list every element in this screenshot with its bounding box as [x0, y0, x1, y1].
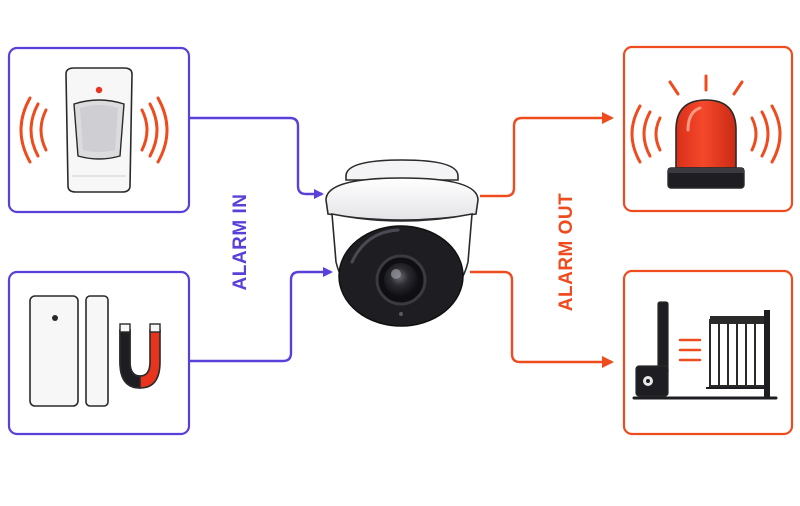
gate-box: [622, 269, 794, 436]
output-connectors: [470, 112, 614, 368]
dome-camera-icon: [325, 159, 479, 327]
gate-opener-icon: [632, 301, 778, 400]
alarm-siren-icon: [630, 74, 782, 189]
input-connectors: [189, 116, 333, 363]
alarm-out-label: ALARM OUT: [556, 193, 577, 311]
motion-sensor-icon: [19, 67, 169, 193]
alarm-in-label: ALARM IN: [230, 194, 251, 291]
motion-sensor-box: [7, 46, 191, 214]
horseshoe-magnet-icon: [119, 323, 161, 389]
door-sensor-box: [7, 270, 191, 436]
door-contact-sensor-icon: [29, 295, 161, 407]
siren-box: [622, 45, 794, 213]
